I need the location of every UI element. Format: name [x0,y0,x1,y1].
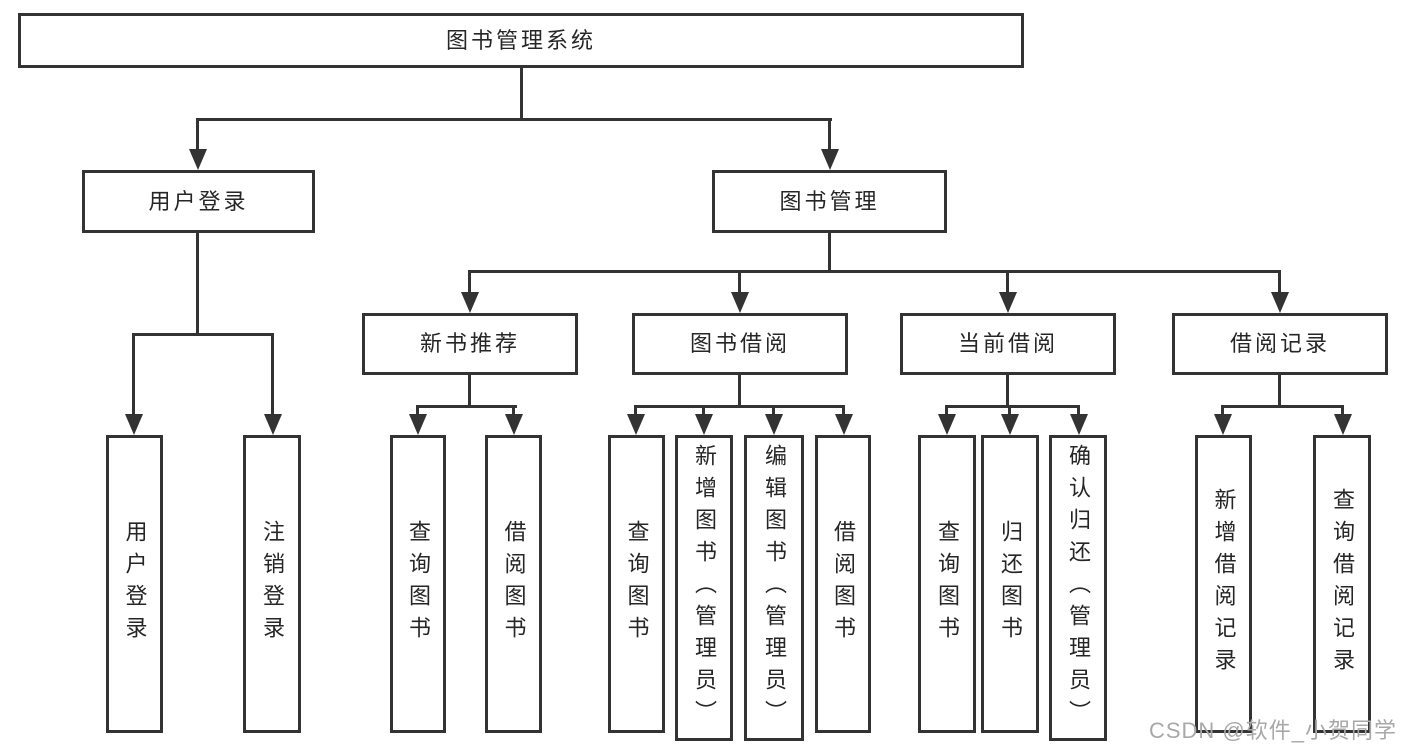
node-label-leaf-query-book-1: 查询图书 [406,520,431,648]
arrowhead-down-icon [1270,292,1289,313]
arrowhead-down-icon [188,149,207,170]
arrowhead-down-icon [408,414,427,435]
connector-line-vertical [738,270,741,294]
node-leaf-user-login: 用户登录 [106,435,163,733]
node-leaf-logout: 注销登录 [243,435,301,733]
arrowhead-down-icon [820,149,839,170]
watermark: CSDN @软件_小贺同学 [1148,718,1397,743]
node-label-leaf-borrow-book-2: 借阅图书 [831,520,856,648]
node-label-leaf-edit-book: 编辑图书（管理员） [762,444,787,732]
node-label-leaf-query-record: 查询借阅记录 [1330,488,1355,680]
arrowhead-down-icon [764,414,783,435]
node-label-new-book-rec: 新书推荐 [419,331,520,356]
arrowhead-down-icon [694,414,713,435]
connector-line-vertical [738,375,741,408]
node-label-leaf-add-book: 新增图书（管理员） [692,444,717,732]
node-leaf-query-book-2: 查询图书 [608,435,665,733]
node-leaf-query-book-3: 查询图书 [918,435,976,733]
node-label-leaf-return-book: 归还图书 [998,520,1023,648]
arrowhead-down-icon [626,414,645,435]
node-book-mgmt: 图书管理 [712,170,947,233]
connector-line-vertical [702,405,705,419]
arrowhead-down-icon [1069,414,1088,435]
arrowhead-down-icon [998,292,1017,313]
arrowhead-down-icon [263,414,282,435]
node-label-leaf-add-record: 新增借阅记录 [1211,488,1237,680]
node-leaf-borrow-book-1: 借阅图书 [485,435,542,733]
node-leaf-query-record: 查询借阅记录 [1313,435,1371,733]
connector-line-vertical [828,233,831,272]
arrowhead-down-icon [460,292,479,313]
arrowhead-down-icon [834,414,853,435]
connector-line-horizontal [416,405,517,408]
node-label-borrow-records: 借阅记录 [1229,331,1330,356]
node-leaf-return-book: 归还图书 [981,435,1039,733]
node-label-current-borrow: 当前借阅 [957,331,1058,356]
node-label-leaf-borrow-book-1: 借阅图书 [501,520,527,648]
connector-line-horizontal [132,333,274,336]
connector-line-vertical [772,405,775,419]
node-leaf-confirm-return: 确认归还（管理员） [1049,435,1107,741]
connector-line-horizontal [945,405,1080,408]
connector-line-vertical [196,118,199,150]
node-label-leaf-user-login: 用户登录 [122,520,148,648]
node-new-book-rec: 新书推荐 [362,313,578,375]
connector-line-vertical [1341,405,1344,419]
node-user-login: 用户登录 [82,170,315,233]
connector-line-vertical [512,405,515,419]
connector-line-vertical [1006,375,1009,408]
connector-line-vertical [1006,270,1009,294]
arrowhead-down-icon [124,414,143,435]
arrowhead-down-icon [730,292,749,313]
connector-line-horizontal [468,270,1281,273]
connector-line-vertical [468,375,471,408]
node-leaf-add-book: 新增图书（管理员） [675,435,733,741]
node-label-leaf-query-book-2: 查询图书 [624,520,650,648]
node-leaf-borrow-book-2: 借阅图书 [815,435,871,733]
arrowhead-down-icon [1333,414,1352,435]
connector-line-vertical [828,118,831,150]
arrowhead-down-icon [1213,414,1232,435]
node-label-root: 图书管理系统 [445,27,596,53]
connector-line-vertical [945,405,948,419]
connector-line-vertical [468,270,471,294]
node-leaf-add-record: 新增借阅记录 [1195,435,1252,733]
node-leaf-query-book-1: 查询图书 [390,435,446,733]
connector-line-horizontal [634,405,845,408]
connector-line-vertical [1008,405,1011,419]
connector-line-vertical [1221,405,1224,419]
node-label-book-mgmt: 图书管理 [779,188,880,214]
arrowhead-down-icon [937,414,956,435]
connector-line-vertical [416,405,419,419]
node-label-leaf-logout: 注销登录 [260,520,285,648]
node-label-leaf-confirm-return: 确认归还（管理员） [1066,444,1091,732]
connector-line-vertical [1278,375,1281,408]
node-book-borrow: 图书借阅 [632,313,848,375]
connector-line-vertical [520,68,523,120]
node-leaf-edit-book: 编辑图书（管理员） [744,435,804,741]
arrowhead-down-icon [504,414,523,435]
connector-line-horizontal [1221,405,1344,408]
node-label-user-login: 用户登录 [148,188,249,214]
connector-line-vertical [132,333,135,417]
node-borrow-records: 借阅记录 [1172,313,1388,375]
connector-line-horizontal [196,118,832,121]
node-label-leaf-query-book-3: 查询图书 [935,520,960,648]
connector-line-vertical [196,233,199,335]
node-root: 图书管理系统 [18,13,1024,68]
node-label-book-borrow: 图书借阅 [689,331,790,356]
connector-line-vertical [634,405,637,419]
connector-line-vertical [842,405,845,419]
connector-line-vertical [1077,405,1080,419]
node-current-borrow: 当前借阅 [900,313,1116,375]
connector-line-vertical [271,333,274,417]
arrowhead-down-icon [1000,414,1019,435]
connector-line-vertical [1278,270,1281,294]
